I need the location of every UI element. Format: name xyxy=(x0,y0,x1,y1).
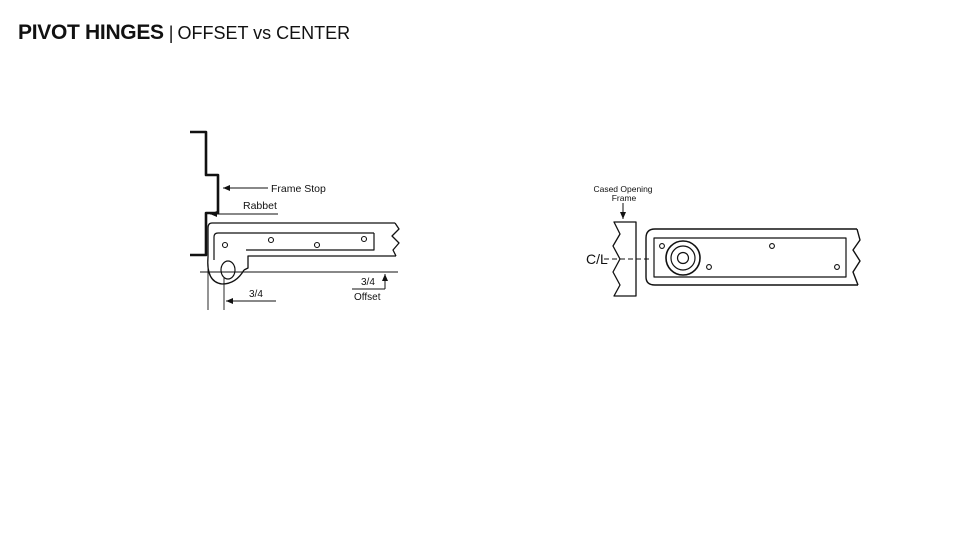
dim-right-label: 3/4 xyxy=(361,277,375,288)
screw-hole xyxy=(313,241,321,249)
door-break-edge xyxy=(852,228,861,286)
pivot-pin xyxy=(676,251,690,265)
screw-hole xyxy=(706,264,712,270)
frame-profile xyxy=(190,130,220,257)
door-break-edge xyxy=(391,222,400,257)
rabbet-label: Rabbet xyxy=(243,200,277,212)
frame-stop-label: Frame Stop xyxy=(271,183,326,195)
slide-title: PIVOT HINGES|OFFSET vs CENTER xyxy=(18,20,350,46)
pivot-outer xyxy=(665,240,701,276)
door-bottom-edge xyxy=(243,255,396,271)
offset-pivot-diagram xyxy=(190,130,400,310)
title-main: PIVOT HINGES xyxy=(18,21,164,44)
cased-opening-label-line1: Cased Opening xyxy=(593,184,652,194)
screw-hole xyxy=(221,241,229,249)
screw-hole xyxy=(360,235,368,243)
screw-hole xyxy=(834,264,840,270)
offset-label: Offset xyxy=(354,292,381,303)
door-outline xyxy=(645,228,858,286)
screw-hole xyxy=(267,236,275,244)
title-subtitle: OFFSET vs CENTER xyxy=(177,23,351,43)
center-pivot-diagram xyxy=(604,203,861,297)
pivot-pin-hole xyxy=(220,260,236,280)
centerline-label: C/L xyxy=(586,251,608,267)
pivot-middle xyxy=(670,245,696,271)
door-outline xyxy=(207,222,395,257)
hinge-plate xyxy=(213,232,374,260)
dim-left-label: 3/4 xyxy=(249,289,263,300)
title-separator: | xyxy=(168,23,174,43)
hinge-plate xyxy=(653,237,847,278)
hinge-plate-lower xyxy=(246,233,375,251)
screw-hole xyxy=(769,243,775,249)
cased-opening-label-line2: Frame xyxy=(612,193,637,203)
screw-hole xyxy=(659,243,665,249)
